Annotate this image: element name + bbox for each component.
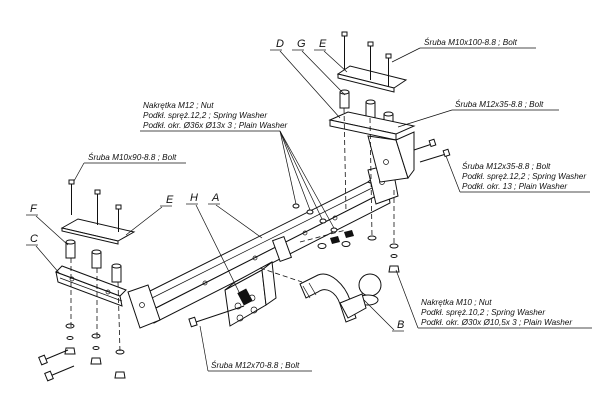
- lower-right-fasteners: [367, 235, 400, 273]
- part-label-g: G: [297, 38, 306, 50]
- left-plate-e: [60, 218, 136, 245]
- callout-line-2: Podkł. spręż.12,2 ; Spring Washer: [143, 111, 267, 120]
- part-label-f: F: [30, 203, 38, 215]
- callout-line-3: Podkł. okr. 13 ; Plain Washer: [462, 182, 567, 191]
- assembly-lines: [70, 107, 395, 353]
- nut-stack-m12: [292, 203, 354, 249]
- callout-line-3: Podkł. okr. Ø30x Ø10,5x 3 ; Plain Washer: [421, 318, 572, 327]
- callout-text: Śruba M12x35-8.8 ; Bolt: [455, 98, 544, 109]
- part-label-c: C: [30, 233, 38, 245]
- callout-bolt-m10x100: Śruba M10x100-8.8 ; Bolt: [391, 36, 536, 63]
- right-bolts-m10x100: [341, 31, 392, 86]
- callout-line-2: Podkł. spręż.10,2 ; Spring Washer: [421, 308, 545, 317]
- left-bracket-c: [55, 265, 127, 307]
- callout-nut-m10: Nakrętka M10 ; Nut Podkł. spręż.10,2 ; S…: [395, 269, 592, 329]
- callout-bolt-m12x35-top: Śruba M12x35-8.8 ; Bolt: [397, 98, 559, 128]
- part-label-d: D: [276, 38, 284, 50]
- part-label-e-top: E: [319, 38, 327, 50]
- part-label-e-left: E: [166, 194, 174, 206]
- callout-line-3: Podkł. okr. Ø36x Ø13x 3 ; Plain Washer: [143, 121, 288, 130]
- callout-text: Śruba M12x70-8.8 ; Bolt: [211, 359, 300, 370]
- ball-bracket-h: [224, 235, 293, 327]
- right-bracket-d: [328, 111, 416, 183]
- callout-text: Śruba M10x100-8.8 ; Bolt: [424, 36, 518, 47]
- left-bolts-m10x90: [68, 179, 122, 232]
- lower-left-fasteners: [38, 323, 126, 382]
- callout-line-2: Podkł. spręż.12,2 ; Spring Washer: [462, 172, 586, 181]
- callout-bolt-m10x90: Śruba M10x90-8.8 ; Bolt: [73, 151, 186, 182]
- callout-bolt-m12x70: Śruba M12x70-8.8 ; Bolt: [199, 325, 312, 372]
- part-labels: D G E E F C H A B: [26, 38, 404, 332]
- part-label-a: A: [211, 192, 219, 204]
- callout-bolt-m12x35-right: Śruba M12x35-8.8 ; Bolt Podkł. spręż.12,…: [445, 155, 590, 193]
- part-label-h: H: [190, 192, 198, 204]
- callout-line-1: Nakrętka M12 ; Nut: [143, 101, 214, 110]
- tow-ball-b: [299, 273, 382, 323]
- right-plate-e: [336, 65, 408, 93]
- callout-nut-m12: Nakrętka M12 ; Nut Podkł. spręż.12,2 ; S…: [140, 101, 335, 229]
- callout-text: Śruba M10x90-8.8 ; Bolt: [88, 151, 177, 162]
- callout-line-1: Nakrętka M10 ; Nut: [421, 298, 492, 307]
- bolt-m12x70: [188, 305, 245, 328]
- callout-line-1: Śruba M12x35-8.8 ; Bolt: [462, 160, 551, 171]
- right-bolts-m12x35: [413, 138, 451, 163]
- part-label-b: B: [397, 319, 404, 331]
- left-spacers-f: [65, 239, 122, 283]
